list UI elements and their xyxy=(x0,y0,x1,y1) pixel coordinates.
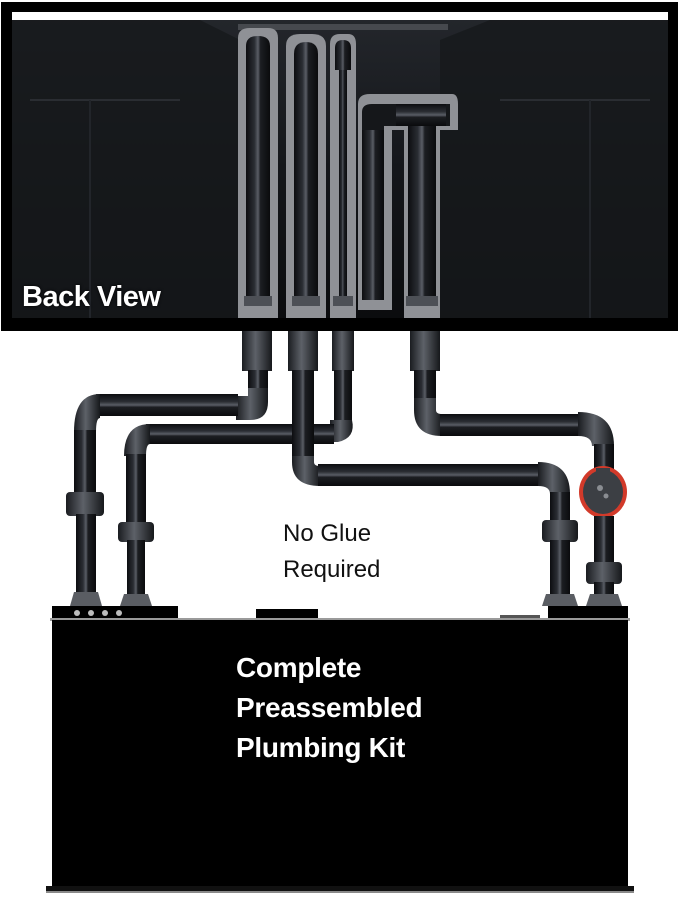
back-view-panel xyxy=(1,2,678,331)
sump-tank xyxy=(46,606,634,893)
plumbing-pipes xyxy=(66,331,627,606)
no-glue-line-1: No Glue xyxy=(283,520,372,547)
ball-valve xyxy=(579,466,627,518)
kit-description: Complete Preassembled Plumbing Kit xyxy=(236,648,423,768)
kit-line-2: Preassembled xyxy=(236,692,423,723)
back-view-label: Back View xyxy=(22,281,161,313)
no-glue-callout: No Glue Required xyxy=(283,516,380,588)
kit-line-1: Complete xyxy=(236,652,362,683)
no-glue-line-2: Required xyxy=(283,556,381,583)
kit-line-3: Plumbing Kit xyxy=(236,732,406,763)
